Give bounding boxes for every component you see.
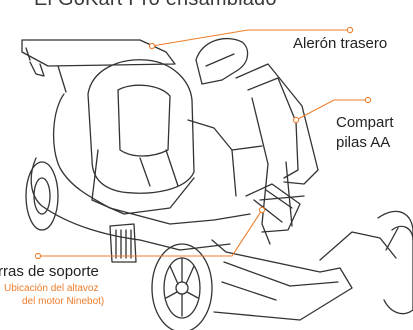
compartment-leader-dot: [292, 116, 300, 124]
support-bars-label: rras de soporte: [0, 263, 99, 280]
compartment-leader: [295, 99, 368, 121]
diagram-title: El GoKart Pro ensamblado: [34, 0, 277, 11]
frame: [30, 93, 305, 251]
support-bars: [245, 183, 301, 233]
rear-wing-leader-dot: [148, 42, 156, 50]
rear-wing: [21, 39, 176, 93]
front-left-wheel: [151, 243, 213, 330]
speaker-grille: [109, 223, 137, 263]
battery-compartment-label-line2: pilas AA: [336, 134, 391, 151]
speaker-location-note-line1: Ubicación del altavoz: [4, 283, 99, 294]
battery-compartment-label-line1: Compart: [336, 114, 394, 131]
support-bars-leader-dot: [34, 252, 42, 260]
seat: [87, 59, 195, 215]
rear-wheel: [25, 161, 59, 231]
support-bars-leader: [38, 209, 263, 257]
front-bumper: [211, 231, 397, 321]
steering-column: [235, 63, 319, 245]
speaker-location-note-line2: del motor Ninebot): [22, 296, 105, 307]
rear-wing-label: Alerón trasero: [293, 35, 388, 52]
rear-wing-leader: [151, 29, 350, 47]
front-right-wheel: [377, 210, 413, 315]
steering-wheel: [195, 37, 249, 85]
callout-leaders: [34, 26, 372, 260]
